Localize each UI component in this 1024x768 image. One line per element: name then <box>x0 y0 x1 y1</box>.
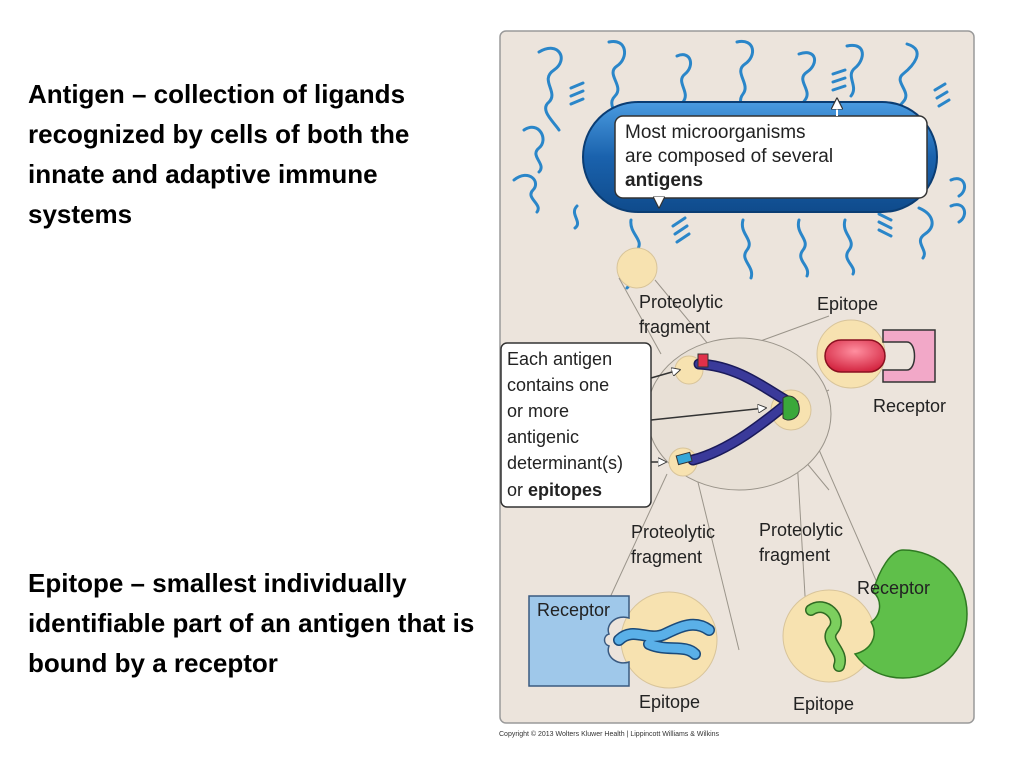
antigen-epitope-figure: Most microorganisms are composed of seve… <box>499 30 975 724</box>
receptor-blue <box>528 595 630 687</box>
antigen-fragment <box>668 353 812 477</box>
antigen-definition: Antigen – collection of ligands recogniz… <box>28 79 410 229</box>
proteolytic-fragment-left-line2: fragment <box>631 547 702 567</box>
callout-arrows <box>650 370 765 462</box>
proteolytic-fragment-right-line1: Proteolytic <box>759 520 843 540</box>
receptor-green <box>853 549 968 679</box>
epitope-red <box>824 339 886 373</box>
receptor-bottom-left-label: Receptor <box>537 600 610 620</box>
antigen-callout <box>500 342 652 508</box>
antigen-callout-line1: Each antigen <box>507 349 612 369</box>
epitope-bottom-right-label: Epitope <box>793 694 854 714</box>
epitope-definition: Epitope – smallest individually identifi… <box>28 568 475 678</box>
receptor-bottom-right-label: Receptor <box>857 578 930 598</box>
epitope-blue-fill <box>614 620 714 659</box>
epitope-marker-green <box>782 395 800 421</box>
proteolytic-fragment-top-line2: fragment <box>639 317 710 337</box>
antigen-callout-line5: determinant(s) <box>507 453 623 473</box>
copyright-notice: Copyright © 2013 Wolters Kluwer Health |… <box>499 731 720 738</box>
epitope-marker-cyan <box>675 451 693 466</box>
epitope-green-fill <box>806 602 845 671</box>
antigen-highlight <box>616 247 658 289</box>
receptor-pink <box>882 329 936 383</box>
proteolytic-fragment-left-line1: Proteolytic <box>631 522 715 542</box>
microorganism-callout <box>614 115 928 199</box>
antigen-callout-line6: or epitopes <box>507 480 602 500</box>
epitope-bottom-left-label: Epitope <box>639 692 700 712</box>
epitope-marker-red <box>697 353 709 368</box>
microorganism-callout-line3: antigens <box>625 170 703 191</box>
microorganism-callout-line2: are composed of several <box>625 146 833 167</box>
proteolytic-fragment-right-line2: fragment <box>759 545 830 565</box>
antigen-callout-line4: antigenic <box>507 427 579 447</box>
antigen-callout-line3: or more <box>507 401 569 421</box>
receptor-top-label: Receptor <box>873 396 946 416</box>
surface-antigens <box>512 39 967 290</box>
antigen-callout-line2: contains one <box>507 375 609 395</box>
proteolytic-fragment-top-line1: Proteolytic <box>639 292 723 312</box>
microorganism-callout-line1: Most microorganisms <box>625 122 806 143</box>
epitope-top-label: Epitope <box>817 294 878 314</box>
